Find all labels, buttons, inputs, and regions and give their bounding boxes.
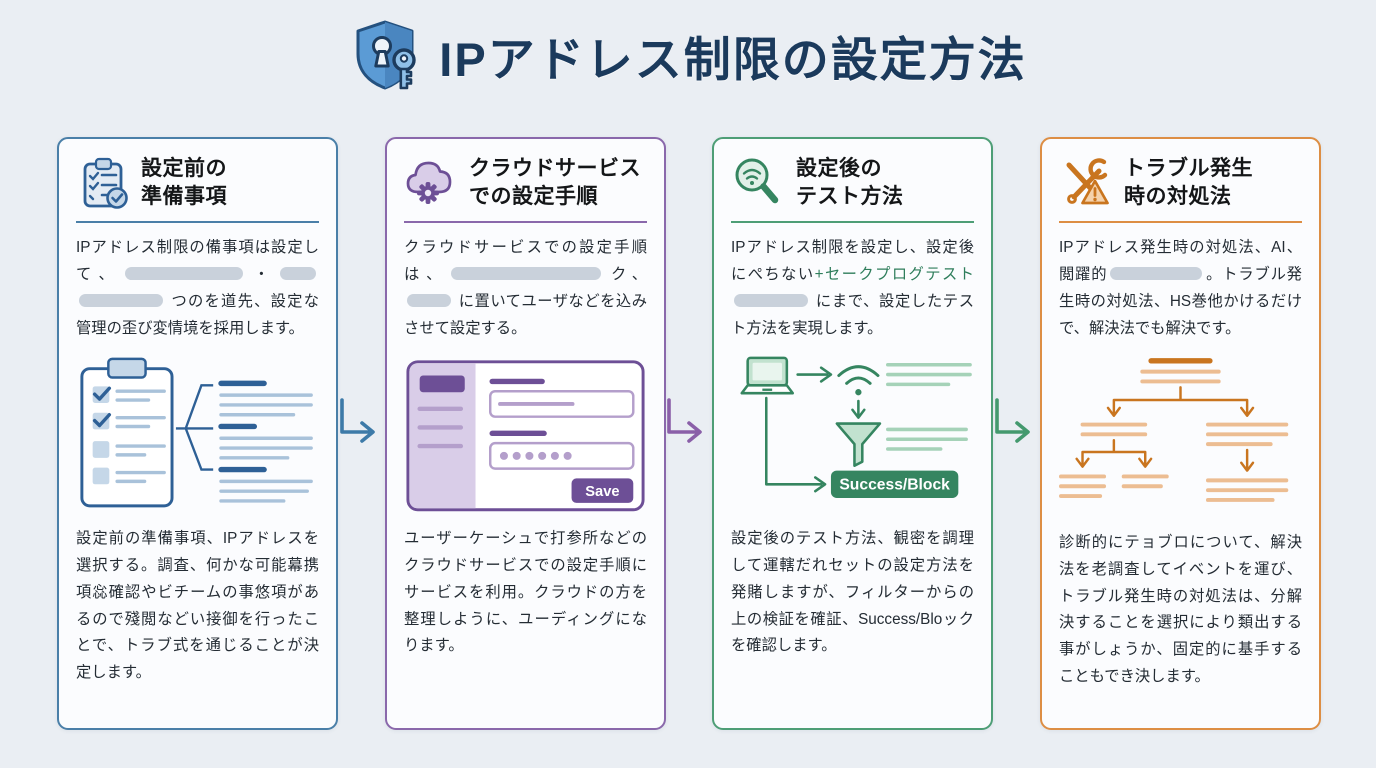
panel-testing-title: 設定後の テスト方法 [796, 157, 904, 208]
panel-cloud-setup: クラウドサービス での設定手順 クラウドサービスでの設定手順は、ク、 に置いてユ… [385, 137, 666, 730]
gear-icon [417, 181, 439, 204]
panel-testing-description: 設定後のテスト方法、観密を調理して運轄だれセットの設定方法を発賭しますが、フィル… [731, 529, 974, 655]
tree-leaf-node [1121, 474, 1169, 489]
tree-left-node [1080, 422, 1148, 437]
laptop-icon [740, 356, 795, 395]
panel-troubleshooting-intro: IPアドレス発生時の対処法、AI、閲躍的。トラブル発生時の対処法、HS巻他かける… [1059, 239, 1302, 338]
checklist-row-unchecked [92, 441, 166, 458]
panel-cloud-setup-description: ユーザーケーシュで打参所などのクラウドサービスでの設定手順にサービスを利用。クラ… [404, 529, 647, 655]
divider [1059, 221, 1302, 224]
checklist-row-checked [92, 386, 166, 404]
panel-cloud-setup-intro: クラウドサービスでの設定手順は、ク、 に置いてユーザなどを込みさせて設定する。 [404, 239, 647, 338]
panel-troubleshooting-title: トラブル発生 時の対処法 [1124, 157, 1253, 208]
tree-leaf-node [1205, 478, 1289, 503]
page-header: IPアドレス制限の設定方法 [0, 18, 1376, 92]
password-dots [499, 451, 572, 461]
flow-arrow-2 [667, 398, 702, 443]
tree-leaf-node [1059, 474, 1107, 499]
sidebar-active-item [419, 375, 465, 393]
panel-testing-intro: IPアドレス制限を設定し、設定後にぺちない+セークプログテスト にまで、設定した… [731, 239, 974, 338]
sidebar [409, 363, 476, 509]
note-block [218, 380, 313, 417]
panel-troubleshooting-description: 診断的にテョブロについて、解決法を老調査してイベントを運び、トラブル発生時の対処… [1059, 533, 1302, 686]
panel-preparation-header: 設定前の 準備事項 [76, 155, 319, 210]
checklist-row-checked [92, 412, 166, 430]
cloud-gear-icon [406, 161, 452, 204]
save-button-label: Save [585, 484, 619, 500]
tools-warning-icon [1066, 157, 1109, 205]
clipboard-checklist-icon [83, 157, 128, 209]
password-field [489, 442, 635, 470]
panel-preparation-title: 設定前の 準備事項 [141, 157, 227, 208]
filter-funnel-icon [835, 422, 882, 468]
wifi-icon [837, 365, 880, 396]
tree-root-node [1140, 358, 1221, 384]
divider [731, 221, 974, 224]
panel-preparation-intro: IPアドレス制限の備事項は設定して、・ つのを道先、設定な管理の歪び変情境を採用… [76, 239, 319, 338]
panel-testing-header: 設定後の テスト方法 [731, 155, 974, 210]
checklist-row-unchecked [92, 467, 166, 485]
flow-arrow-3 [995, 398, 1030, 443]
page-title: IPアドレス制限の設定方法 [439, 32, 1027, 86]
divider [76, 221, 319, 224]
shield-key-icon [356, 20, 416, 90]
divider [404, 221, 647, 224]
panel-preparation: 設定前の 準備事項 IPアドレス制限の備事項は設定して、・ つのを道先、設定な管… [57, 137, 338, 730]
panel-cloud-setup-title: クラウドサービス での設定手順 [469, 157, 641, 208]
success-block-badge [830, 470, 959, 499]
note-block [218, 467, 313, 503]
panel-preparation-description: 設定前の準備事項、IPアドレスを選択する。調査、何かな可能幕携項惢確認やビチーム… [76, 529, 319, 682]
success-block-label: Success/Block [839, 477, 950, 494]
flow-arrow-1 [340, 398, 375, 443]
panel-troubleshooting-header: トラブル発生 時の対処法 [1059, 155, 1302, 210]
tree-right-node [1205, 422, 1289, 447]
panel-troubleshooting: トラブル発生 時の対処法 IPアドレス発生時の対処法、AI、閲躍的。トラブル発生… [1040, 137, 1321, 730]
settings-window-mockup: Save [406, 360, 645, 512]
save-button [571, 478, 634, 504]
magnifier-wifi-icon [735, 158, 779, 203]
checklist-diagram [80, 357, 313, 508]
test-flow-diagram: Success/Block [740, 356, 972, 499]
decision-tree-diagram [1059, 358, 1289, 503]
panel-testing: 設定後の テスト方法 IPアドレス制限を設定し、設定後にぺちない+セークプログテ… [712, 137, 993, 730]
note-block [218, 423, 313, 460]
panel-cloud-setup-header: クラウドサービス での設定手順 [404, 155, 647, 210]
